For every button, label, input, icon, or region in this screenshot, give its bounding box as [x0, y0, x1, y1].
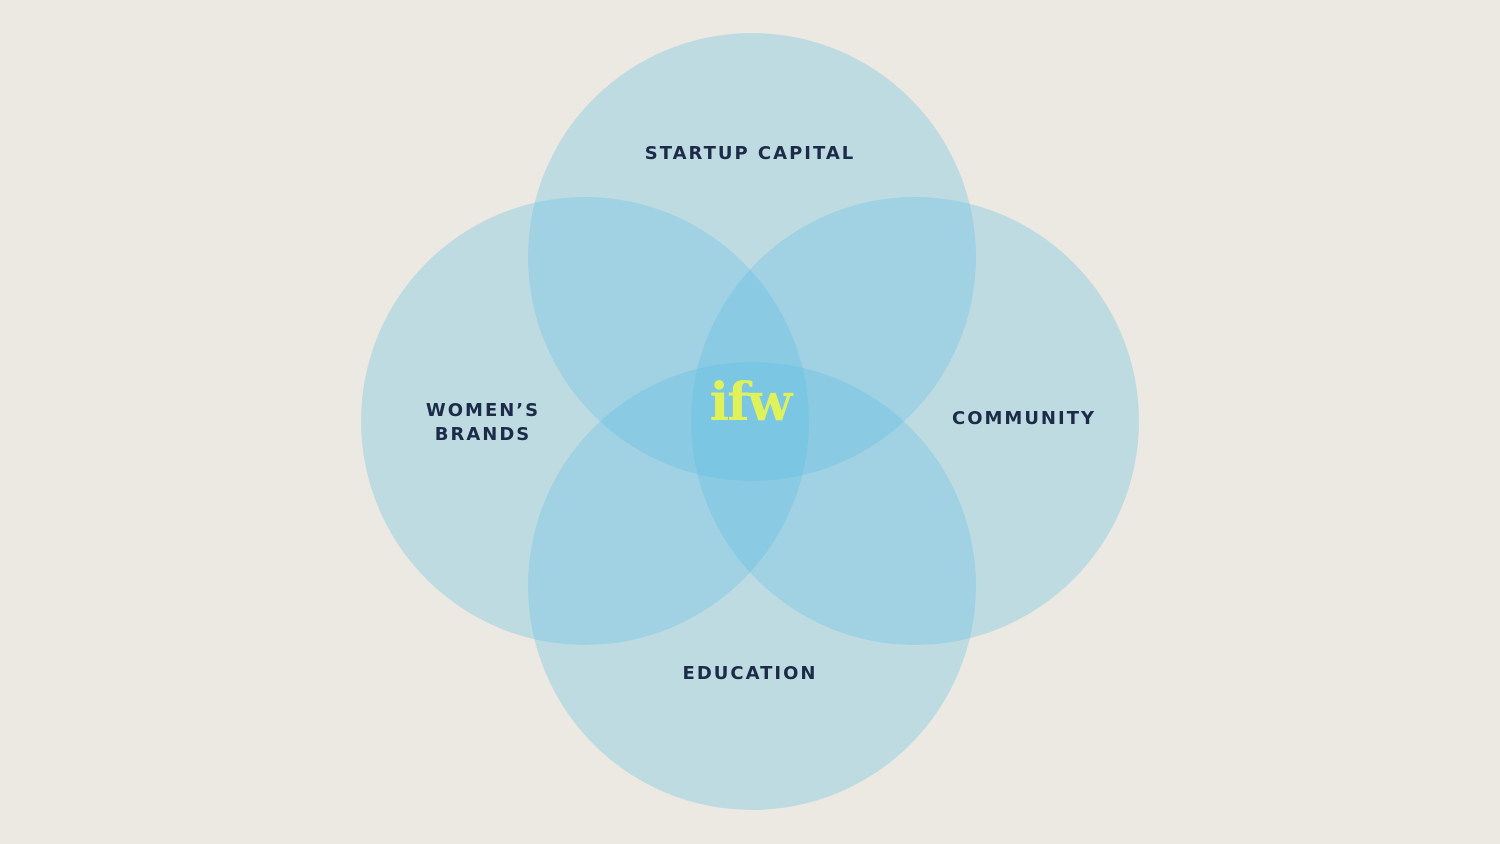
circle-startup-capital	[528, 33, 976, 481]
label-line: WOMEN’S	[425, 400, 541, 421]
label-line: BRANDS	[434, 424, 532, 445]
circle-womens-brands	[361, 197, 809, 645]
label-womens-brands: WOMEN’S BRANDS	[426, 399, 540, 447]
circle-education	[528, 362, 976, 810]
circle-community	[691, 197, 1139, 645]
label-startup-capital: STARTUP CAPITAL	[644, 143, 856, 164]
ifw-logo: ifw	[709, 372, 793, 433]
label-community: COMMUNITY	[951, 408, 1097, 429]
label-education: EDUCATION	[682, 663, 818, 684]
